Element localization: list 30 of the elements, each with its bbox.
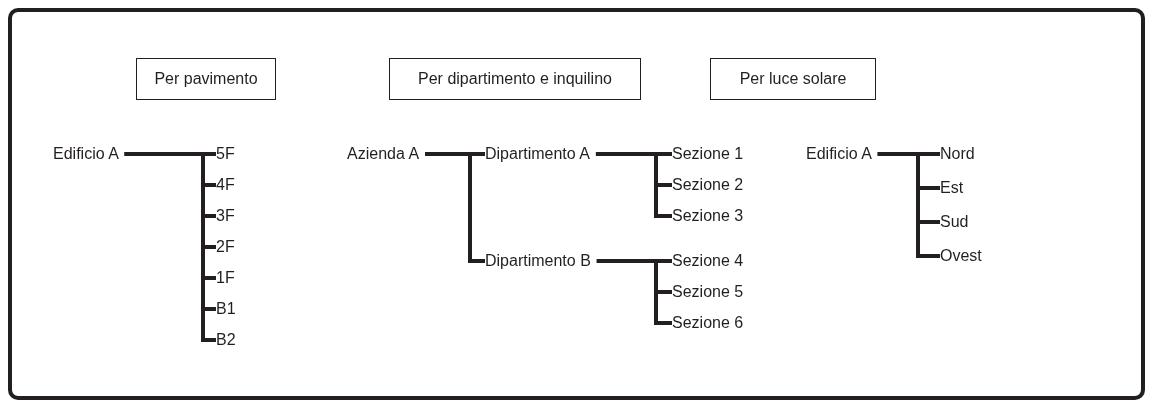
tree-node-label: 4F bbox=[216, 175, 235, 195]
tree-node-label: Edificio A bbox=[53, 144, 119, 164]
tree-node-label: Dipartimento A bbox=[485, 144, 590, 164]
tree-node-label: Sezione 6 bbox=[672, 313, 744, 333]
tree-node-label: Edificio A bbox=[806, 144, 872, 164]
tree-node-label: 2F bbox=[216, 237, 235, 257]
tree-node-label: Ovest bbox=[940, 246, 982, 266]
connector-line bbox=[877, 152, 940, 258]
connector-line bbox=[124, 152, 216, 342]
tree-node-label: Nord bbox=[940, 144, 975, 164]
heading-box: Per pavimento bbox=[136, 58, 276, 100]
tree-node-label: Azienda A bbox=[347, 144, 420, 164]
tree-node-label: Sezione 3 bbox=[672, 206, 744, 226]
tree-node-label: Sezione 5 bbox=[672, 282, 744, 302]
tree-node-label: Sud bbox=[940, 212, 969, 232]
tree-node-label: Dipartimento B bbox=[485, 251, 591, 271]
tree-node-label: 5F bbox=[216, 144, 235, 164]
tree-node-label: Est bbox=[940, 178, 964, 198]
tree-node-label: Sezione 4 bbox=[672, 251, 744, 271]
connector-line bbox=[596, 259, 672, 325]
tree-node-label: B1 bbox=[216, 299, 236, 319]
tree-node-label: 3F bbox=[216, 206, 235, 226]
connector-line bbox=[595, 152, 672, 218]
tree-node-label: 1F bbox=[216, 268, 235, 288]
connector-line bbox=[425, 152, 485, 263]
tree-node-label: Sezione 2 bbox=[672, 175, 744, 195]
tree-node-label: B2 bbox=[216, 330, 236, 350]
heading-box: Per dipartimento e inquilino bbox=[389, 58, 641, 100]
tree-node-label: Sezione 1 bbox=[672, 144, 744, 164]
heading-box: Per luce solare bbox=[710, 58, 876, 100]
